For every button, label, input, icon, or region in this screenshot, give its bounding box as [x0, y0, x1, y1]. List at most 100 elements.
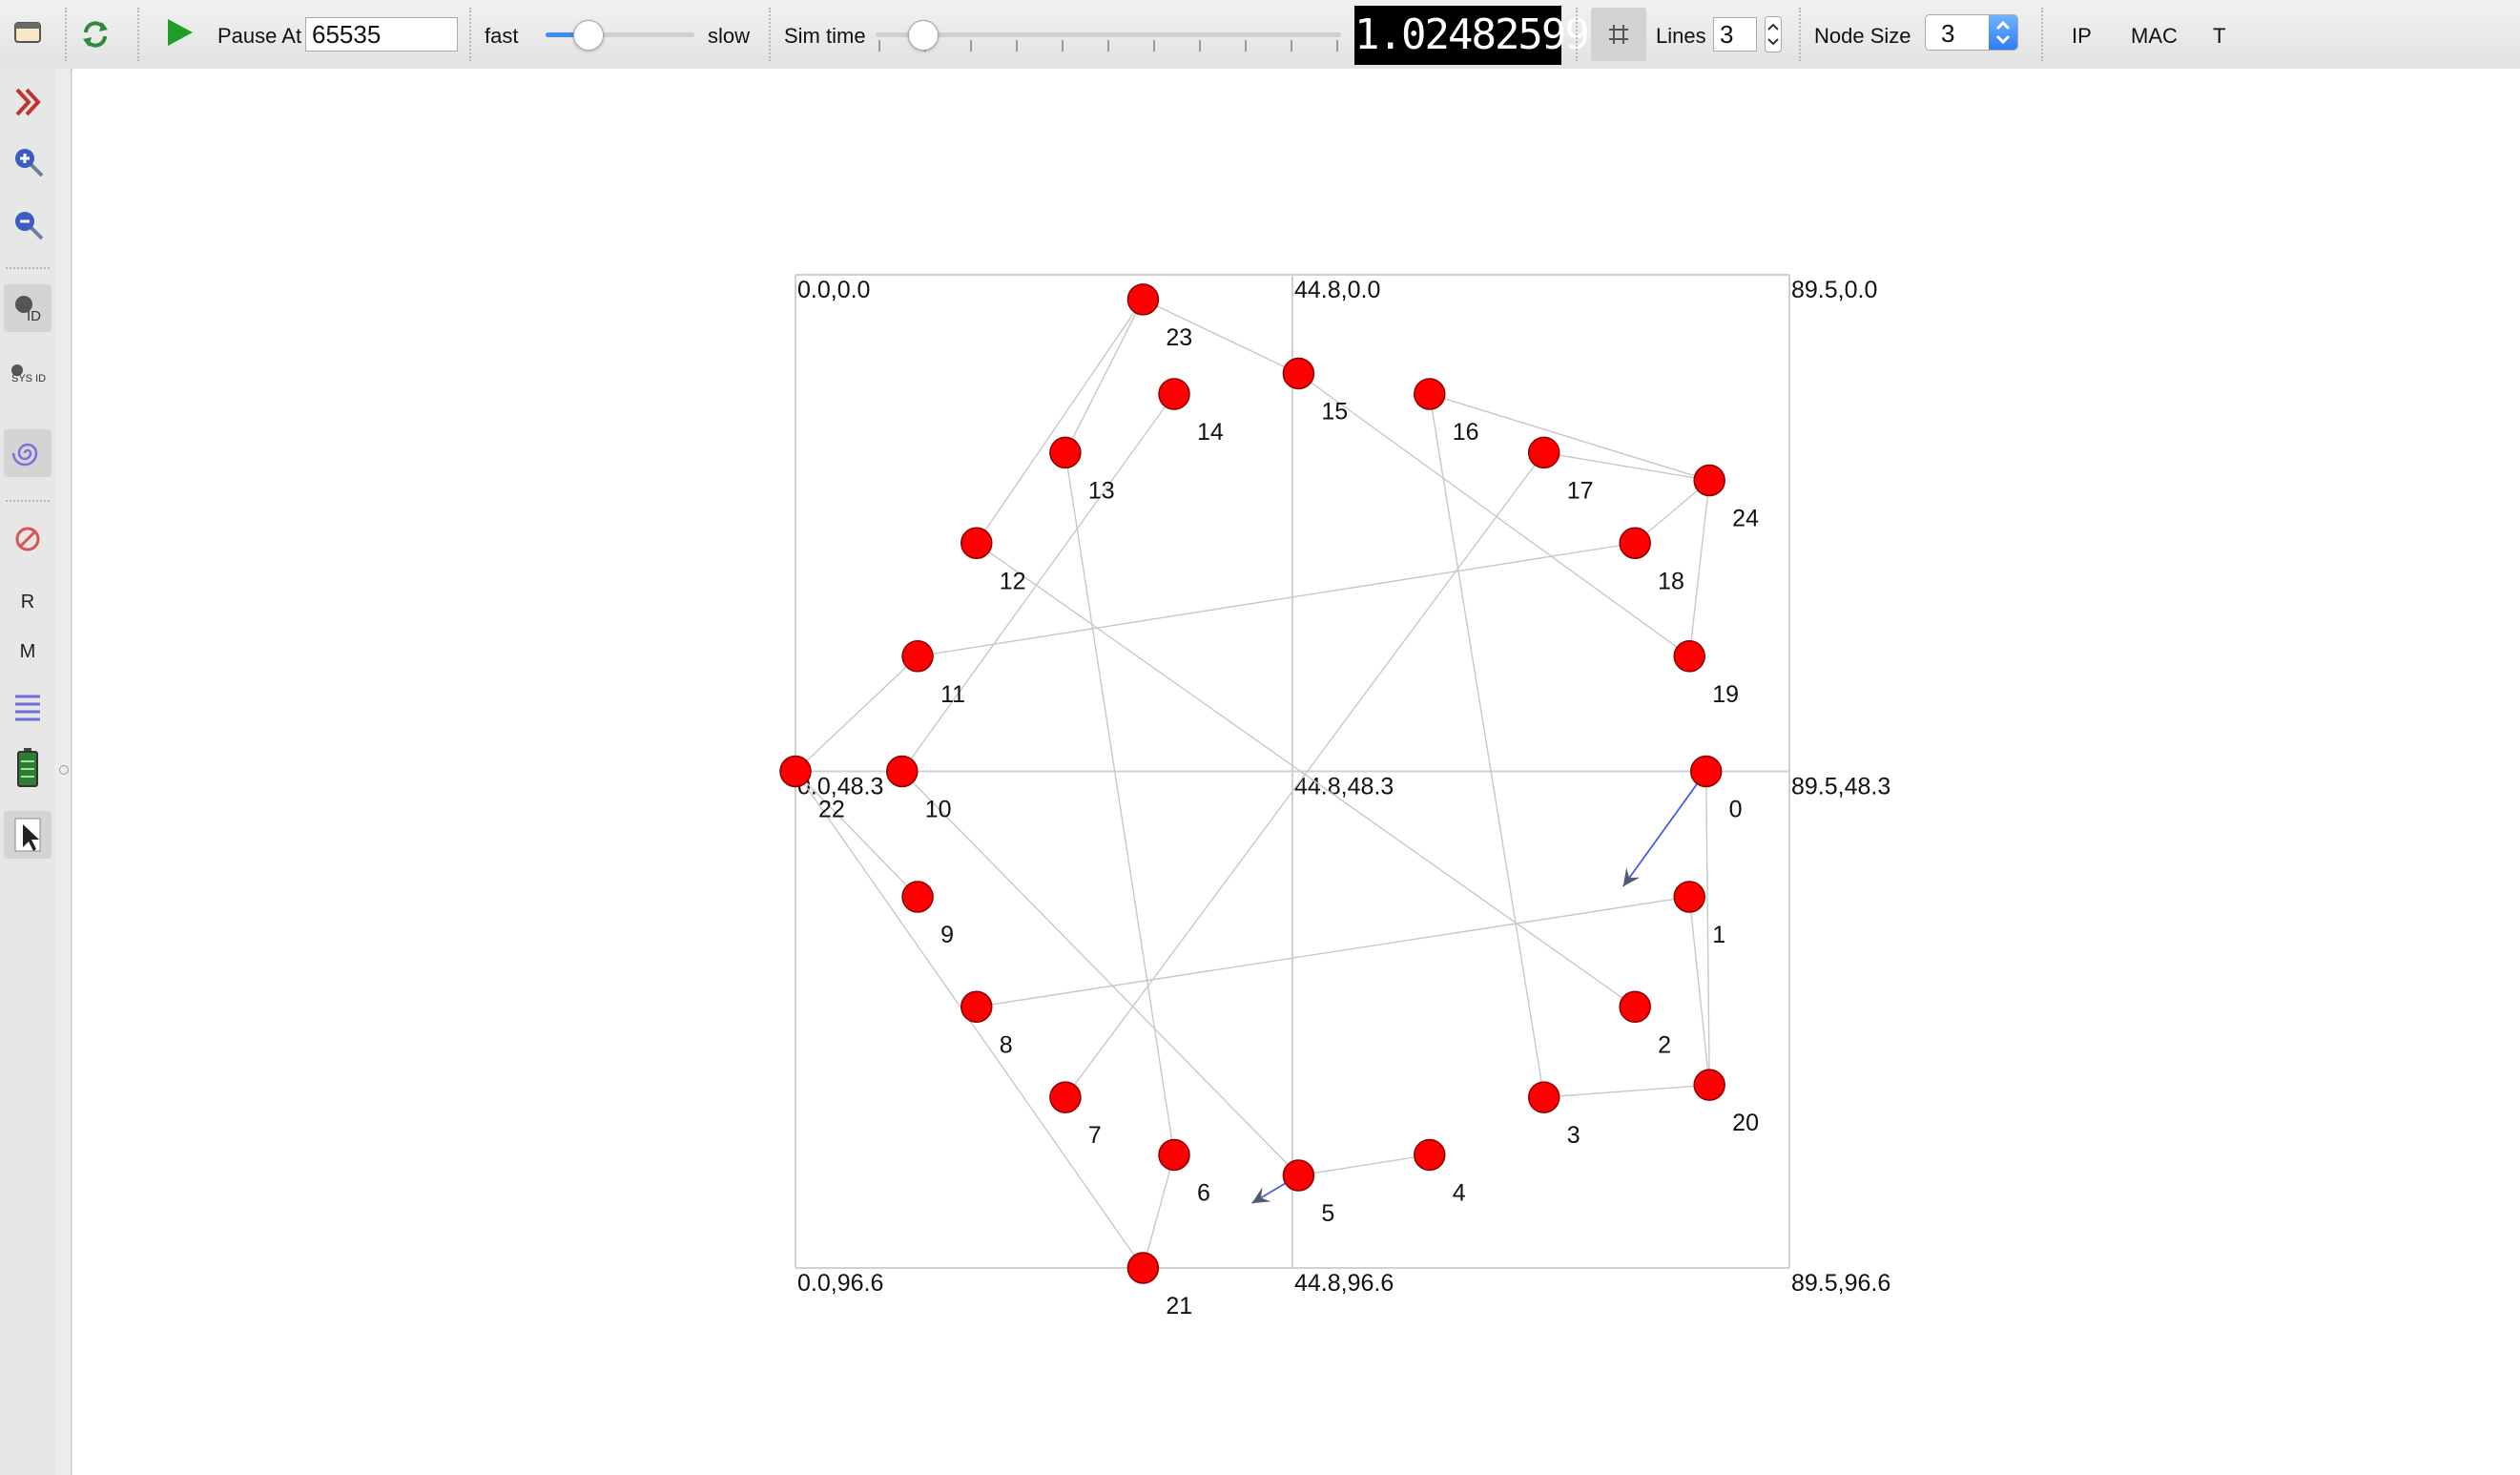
grid-coordinate-label: 89.5,0.0	[1791, 277, 1877, 303]
link-line	[1064, 452, 1545, 1098]
lines-stepper[interactable]	[1765, 16, 1782, 52]
lines-icon[interactable]	[4, 685, 52, 733]
link-line	[795, 771, 919, 898]
link-line	[1297, 372, 1690, 657]
reload-icon[interactable]	[78, 17, 113, 52]
grid-coordinate-label: 0.0,96.6	[797, 1270, 883, 1297]
node-4	[1414, 1138, 1446, 1172]
lines-input[interactable]	[1713, 17, 1757, 52]
node-label-6: 6	[1197, 1179, 1210, 1206]
splitter[interactable]	[55, 69, 72, 1475]
slow-label: slow	[708, 24, 751, 48]
system-id-icon[interactable]: SYS ID	[4, 349, 52, 397]
node-id-icon[interactable]: ID	[4, 284, 52, 332]
left-toolbar-separator	[6, 267, 50, 269]
mac-toggle[interactable]: MAC	[2131, 24, 2178, 48]
packet-line	[1621, 770, 1707, 887]
svg-text:SYS ID: SYS ID	[11, 373, 46, 384]
link-line	[901, 393, 1175, 772]
link-line	[976, 896, 1690, 1008]
link-line	[795, 655, 919, 773]
link-line	[917, 542, 1636, 657]
node-label-5: 5	[1321, 1200, 1334, 1227]
node-label-20: 20	[1732, 1110, 1759, 1136]
lines-label: Lines	[1656, 24, 1706, 48]
node-label-19: 19	[1712, 681, 1739, 708]
splitter-handle[interactable]	[59, 765, 69, 775]
zoom-in-icon[interactable]	[4, 137, 52, 185]
node-label-23: 23	[1166, 324, 1192, 351]
node-9	[901, 881, 934, 913]
link-line	[1143, 299, 1299, 375]
link-line	[1543, 1084, 1710, 1098]
node-label-0: 0	[1729, 797, 1743, 823]
node-label-17: 17	[1567, 477, 1594, 504]
pause-at-input[interactable]	[305, 17, 458, 52]
cursor-coordinates-icon[interactable]	[4, 811, 52, 859]
fast-forward-icon[interactable]	[4, 78, 52, 126]
zoom-out-icon[interactable]	[4, 200, 52, 248]
link-line	[1704, 771, 1710, 1086]
sim-time-slider-knob[interactable]	[907, 20, 939, 51]
sim-time-slider-track[interactable]	[876, 32, 1341, 37]
node-5	[1282, 1159, 1315, 1192]
t-toggle[interactable]: T	[2213, 24, 2226, 48]
svg-text:ID: ID	[27, 308, 41, 324]
node-8	[960, 990, 993, 1024]
node-size-select-arrow	[1989, 15, 2017, 50]
node-13	[1049, 436, 1082, 469]
node-2	[1619, 990, 1651, 1024]
sim-time-display: 1.02482599	[1354, 6, 1590, 65]
node-1	[1673, 881, 1705, 913]
node-label-1: 1	[1712, 922, 1725, 948]
m-icon[interactable]: M	[19, 641, 36, 662]
sim-time-slider-ticks	[878, 40, 1338, 52]
node-size-select[interactable]: 3	[1925, 14, 2018, 51]
battery-icon[interactable]	[4, 744, 52, 792]
node-label-18: 18	[1658, 568, 1684, 594]
no-symbol-icon[interactable]	[4, 515, 52, 563]
node-24	[1693, 464, 1725, 497]
link-line	[1298, 1153, 1430, 1176]
node-21	[1126, 1252, 1160, 1284]
r-icon[interactable]: R	[20, 592, 35, 613]
play-icon[interactable]	[164, 17, 195, 48]
node-label-8: 8	[1000, 1031, 1013, 1058]
node-label-22: 22	[818, 797, 845, 823]
left-toolbar: ID SYS ID R M	[0, 69, 56, 1475]
grid-coordinate-label: 44.8,96.6	[1294, 1270, 1394, 1297]
spiral-icon[interactable]	[4, 429, 52, 477]
toolbar-separator	[1799, 8, 1801, 61]
node-label-14: 14	[1197, 419, 1224, 446]
speed-slider-knob[interactable]	[572, 20, 604, 51]
grid-toggle-icon[interactable]	[1591, 8, 1646, 61]
link-line	[1688, 480, 1710, 656]
left-toolbar-separator	[6, 500, 50, 502]
main-toolbar: Pause At fast slow Sim time 1.02482599 L…	[0, 0, 2520, 70]
open-file-icon[interactable]	[13, 17, 44, 48]
link-line	[1064, 299, 1145, 453]
node-label-15: 15	[1321, 398, 1348, 425]
node-14	[1158, 378, 1190, 410]
link-line	[1429, 393, 1545, 1098]
toolbar-separator	[137, 8, 139, 61]
node-label-11: 11	[940, 681, 965, 708]
speed-slider-track[interactable]	[546, 32, 694, 37]
toolbar-separator	[65, 8, 67, 61]
node-10	[886, 755, 919, 788]
node-17	[1527, 436, 1560, 469]
node-0	[1689, 755, 1723, 788]
grid-coordinate-label: 89.5,48.3	[1791, 774, 1890, 800]
link-line	[1142, 1154, 1175, 1269]
node-label-4: 4	[1453, 1179, 1466, 1206]
node-size-label: Node Size	[1814, 24, 1911, 48]
link-line	[1064, 452, 1175, 1155]
link-line	[1634, 479, 1710, 544]
grid-coordinate-label: 44.8,48.3	[1294, 774, 1394, 800]
node-20	[1693, 1069, 1725, 1101]
link-line	[901, 771, 1299, 1176]
toolbar-separator	[1576, 8, 1578, 61]
ip-toggle[interactable]: IP	[2072, 24, 2092, 48]
